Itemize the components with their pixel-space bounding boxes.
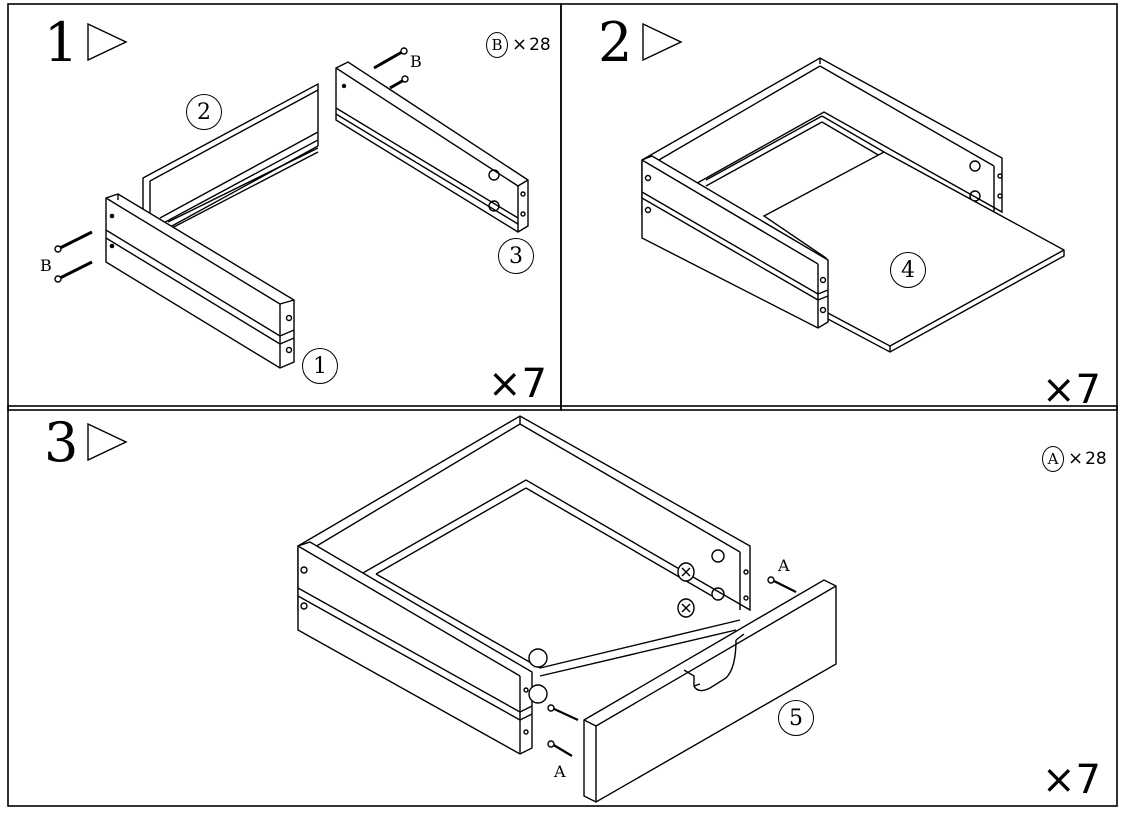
part-label-2: 2 [186, 94, 222, 130]
hardware-letter: A [1042, 446, 1064, 472]
hardware-badge-step1: B × 28 [486, 32, 551, 58]
panel-part-5 [583, 579, 837, 803]
screw-label-top: B [410, 52, 422, 71]
panel-border-step2 [560, 3, 1118, 411]
part-label-5: 5 [778, 700, 814, 736]
assembled-frame-step2 [641, 57, 1065, 353]
hardware-times: × [1068, 448, 1084, 469]
panel-part-1 [105, 193, 295, 369]
dowel-bolt-icon [551, 579, 797, 757]
hardware-badge-step3: A × 28 [1042, 446, 1107, 472]
part-label-4: 4 [890, 252, 926, 288]
step-arrow-icon [642, 22, 683, 62]
drawer-box-step3 [297, 415, 751, 755]
part-label-3: 3 [498, 238, 534, 274]
step-number-3: 3 [44, 411, 79, 474]
hardware-times: × [512, 34, 528, 55]
quantity-step2: ×7 [1042, 367, 1101, 413]
step-number-2: 2 [598, 11, 633, 74]
hardware-qty: 28 [1085, 448, 1107, 469]
hardware-qty: 28 [529, 34, 551, 55]
hardware-letter: B [486, 32, 508, 58]
panel-part-3 [335, 61, 529, 233]
part-label-1: 1 [302, 348, 338, 384]
step-arrow-icon [87, 22, 128, 62]
quantity-step1: ×7 [488, 361, 547, 407]
bolt-label-top: A [778, 556, 790, 575]
step-arrow-icon [87, 422, 128, 462]
wood-screw-icon [59, 50, 405, 280]
panel-border-step3 [7, 405, 1118, 807]
quantity-step3: ×7 [1042, 757, 1101, 803]
cam-lock-icon [528, 562, 695, 704]
step-number-1: 1 [44, 11, 79, 74]
bolt-label-bottom: A [554, 762, 566, 781]
screw-label-left: B [40, 256, 52, 275]
